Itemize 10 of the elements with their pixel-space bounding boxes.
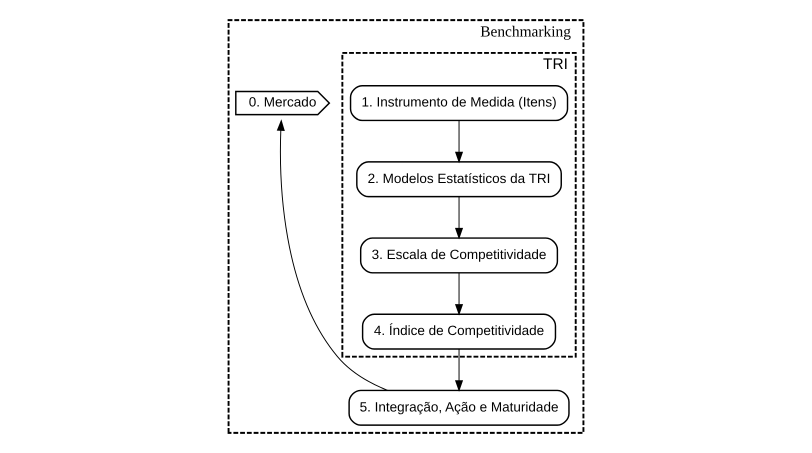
- arrow: [454, 196, 464, 240]
- arrow: [454, 348, 464, 392]
- node-box: 5. Integração, Ação e Maturidade: [348, 390, 570, 426]
- node-box: 1. Instrumento de Medida (Itens): [350, 85, 568, 122]
- node-box: 4. Índice de Competitividade: [362, 314, 556, 350]
- node-box: 2. Modelos Estatísticos da TRI: [356, 161, 562, 198]
- arrow: [454, 120, 464, 164]
- node-box: 3. Escala de Competitividade: [360, 237, 558, 274]
- arrow: [454, 272, 464, 316]
- arrow: [276, 119, 388, 391]
